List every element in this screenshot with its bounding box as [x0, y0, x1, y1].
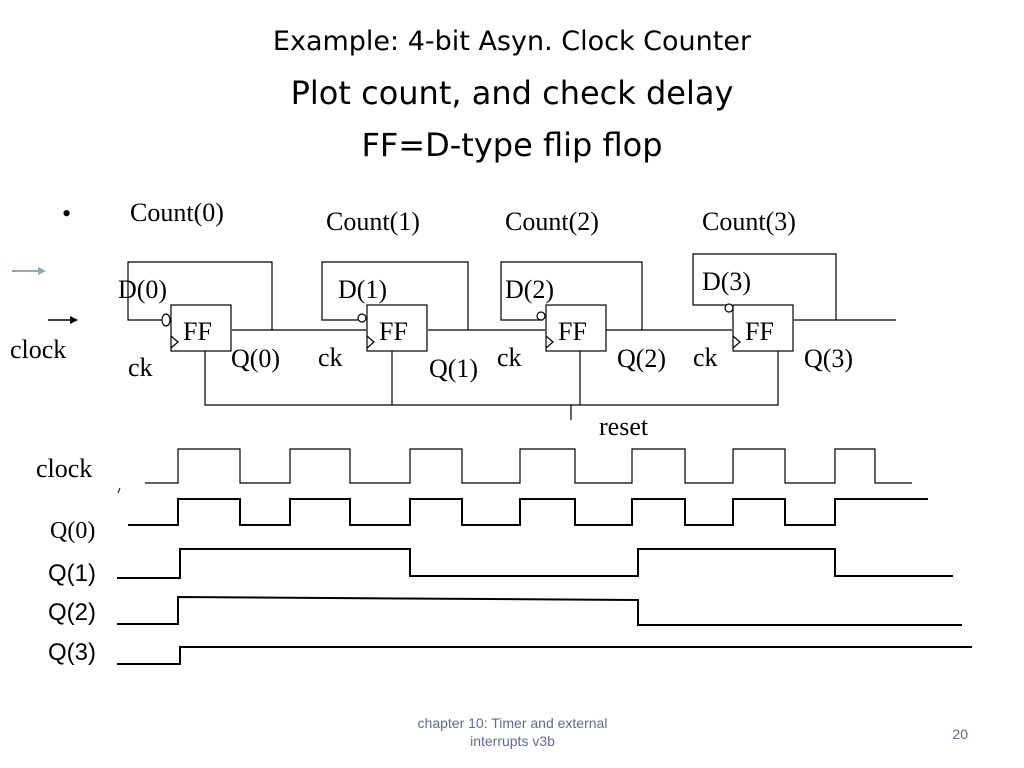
d-label-2: D(2) — [505, 275, 554, 304]
count-label-1: Count(1) — [326, 207, 420, 236]
ck-label-3: ck — [693, 343, 718, 372]
timing-q0-label: Q(0) — [50, 518, 95, 544]
d-label-0: D(0) — [118, 275, 167, 304]
q-label-0: Q(0) — [231, 344, 280, 373]
slide-subtitle: Plot count, and check delay — [290, 74, 734, 112]
footer-chapter-line2: interrupts v3b — [470, 733, 555, 749]
ck-label-0: ck — [128, 353, 153, 382]
timing-q2-label: Q(2) — [48, 599, 96, 626]
count-label-3: Count(3) — [702, 207, 796, 236]
q-label-3: Q(3) — [804, 344, 853, 373]
inversion-bubbles — [161, 303, 734, 327]
ck-label-2: ck — [497, 343, 522, 372]
page-number: 20 — [952, 726, 968, 742]
q1-waveform — [117, 548, 953, 579]
q-label-2: Q(2) — [617, 344, 666, 373]
count-label-2: Count(2) — [505, 207, 599, 236]
timing-q1-label: Q(1) — [48, 560, 96, 587]
q3-waveform — [117, 646, 972, 665]
clock-waveform — [145, 448, 912, 484]
ff-label-0: FF — [183, 317, 212, 346]
pointer-arrow-icon — [12, 267, 46, 275]
d-label-3: D(3) — [702, 267, 751, 296]
flip-flop-2 — [545, 304, 607, 352]
footer-chapter-line1: chapter 10: Timer and external — [417, 715, 608, 731]
slide-title: Example: 4-bit Asyn. Clock Counter — [272, 26, 752, 57]
bullet: • — [62, 199, 71, 228]
q-label-1: Q(1) — [429, 354, 478, 383]
ff-label-3: FF — [745, 317, 774, 346]
clock-input-markers — [170, 335, 741, 349]
flip-flop-0 — [170, 304, 232, 352]
timing-clock-label: clock — [36, 454, 92, 483]
ff-label-2: FF — [558, 317, 587, 346]
clock-arrow-icon — [48, 316, 78, 324]
flip-flop-1 — [366, 304, 428, 352]
flip-flop-3 — [732, 304, 794, 352]
ff-label-1: FF — [379, 317, 408, 346]
timing-q3-label: Q(3) — [48, 639, 96, 666]
slide-subtitle-2: FF=D-type flip flop — [361, 126, 663, 164]
footer-chapter: chapter 10: Timer and external interrupt… — [380, 714, 645, 750]
count-label-0: Count(0) — [130, 198, 224, 227]
q0-waveform — [128, 498, 928, 526]
ck-label-1: ck — [318, 343, 343, 372]
circuit-wiring — [127, 253, 896, 420]
tick-mark — [117, 487, 121, 494]
q2-waveform — [117, 595, 962, 626]
reset-label: reset — [599, 412, 649, 441]
circuit-clock-label: clock — [10, 335, 66, 364]
d-label-1: D(1) — [338, 275, 387, 304]
